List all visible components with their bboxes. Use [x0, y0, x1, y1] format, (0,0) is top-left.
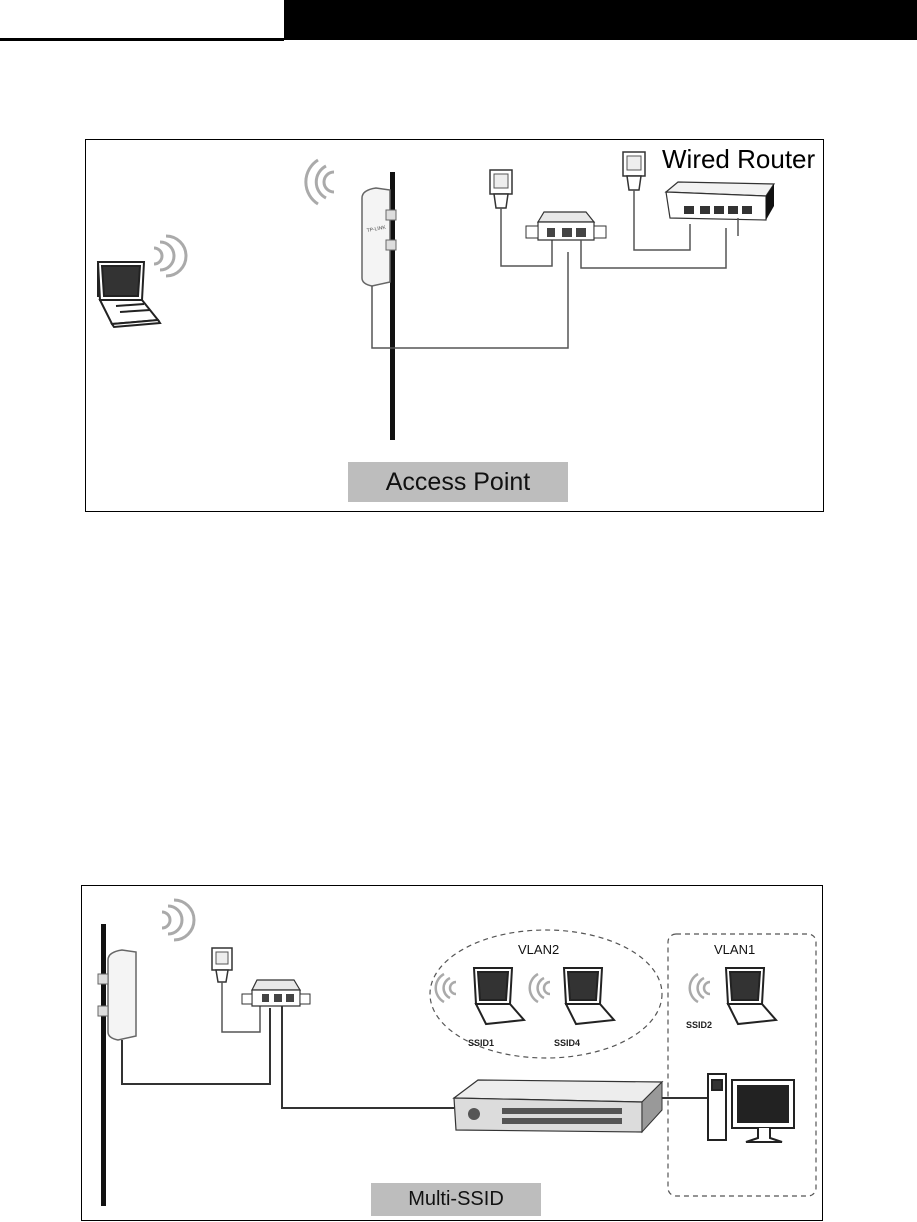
power-socket-2: [623, 152, 645, 190]
access-point-diagram: TP-LINK: [85, 139, 824, 512]
laptop-ssid4-wifi-icon: [530, 974, 550, 1002]
access-point-illustration: TP-LINK: [86, 140, 823, 511]
mounting-pole: [101, 924, 106, 1206]
wired-router-device: [666, 182, 774, 220]
laptop-ssid2-wifi-icon: [690, 974, 710, 1002]
ssid2-label: SSID2: [686, 1020, 712, 1030]
poe-injector: [526, 212, 606, 240]
laptop-ssid4-icon: [564, 968, 614, 1024]
ap-ethernet-cable: [122, 1008, 270, 1084]
laptop-ssid1-wifi-icon: [436, 974, 456, 1002]
header-underline: [0, 38, 284, 41]
power-socket: [212, 948, 232, 982]
ssid1-label: SSID1: [468, 1038, 494, 1048]
poe-injector: [242, 980, 310, 1006]
ap-wifi-icon: [306, 160, 334, 204]
network-switch: [454, 1080, 662, 1132]
ap-wifi-icon: [162, 900, 194, 940]
figure-caption: Access Point: [348, 462, 568, 502]
power-socket-1: [490, 170, 512, 208]
laptop-ssid2-icon: [726, 968, 776, 1024]
figure-caption: Multi-SSID: [371, 1183, 541, 1216]
multi-ssid-illustration: [82, 886, 822, 1220]
injector-switch-cable: [282, 1006, 454, 1108]
desktop-pc-icon: [708, 1074, 794, 1142]
ssid4-label: SSID4: [554, 1038, 580, 1048]
laptop-ssid1-icon: [474, 968, 524, 1024]
vlan1-label: VLAN1: [714, 942, 755, 957]
multi-ssid-diagram: VLAN2 VLAN1 SSID1 SSID4 SSID2 Multi-SSID: [81, 885, 823, 1221]
laptop-icon: [98, 262, 160, 327]
wired-router-label: Wired Router: [658, 144, 819, 175]
header-bar: [284, 0, 917, 40]
vlan2-label: VLAN2: [518, 942, 559, 957]
laptop-wifi-icon: [154, 236, 186, 276]
